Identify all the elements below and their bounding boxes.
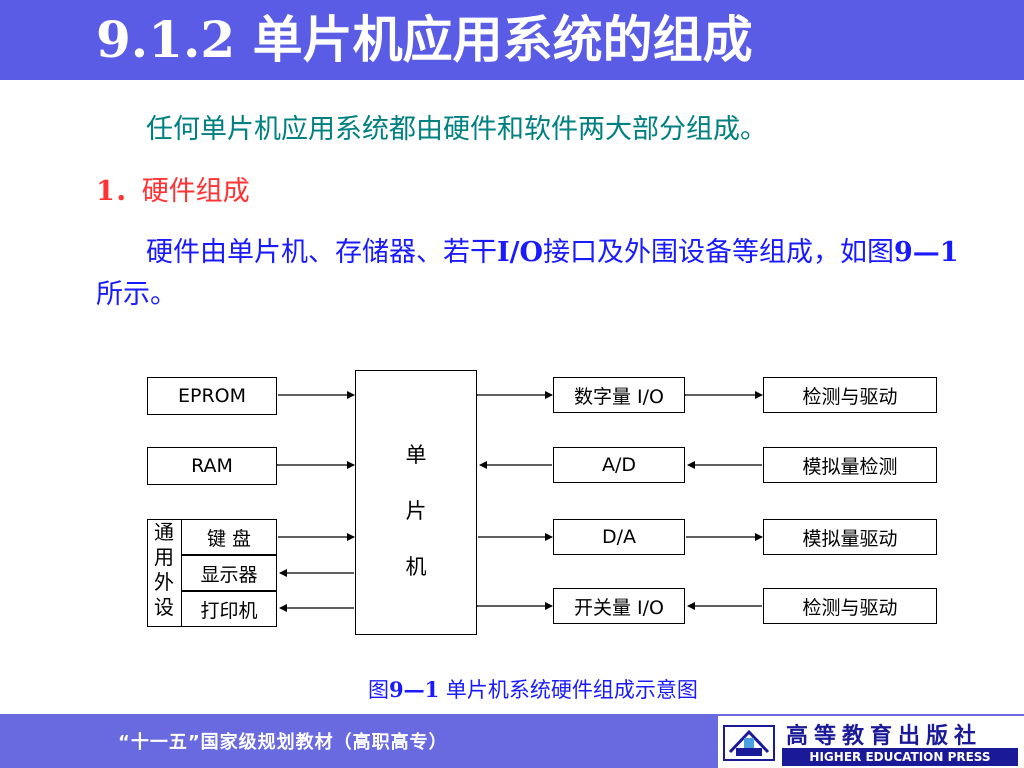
diagram-connectors <box>271 391 763 612</box>
publisher-logo-icon <box>723 725 775 761</box>
body-paragraph: 硬件由单片机、存储器、若干I/O接口及外围设备等组成，如图9—1 所示。 <box>96 232 976 316</box>
series-label: “十一五”国家级规划教材（高职高专） <box>118 732 448 753</box>
body-text-3: 所示。 <box>96 279 177 310</box>
publisher-name-en: HIGHER EDUCATION PRESS <box>782 748 1018 766</box>
ram-box: RAM <box>147 447 277 485</box>
keyboard-box: 键 盘 <box>181 519 277 555</box>
eprom-box: EPROM <box>147 377 277 415</box>
peripherals-group-label: 通 用 外 设 <box>154 520 174 619</box>
body-text-1: 硬件由单片机、存储器、若干 <box>146 237 497 268</box>
analog-drive-box: 模拟量驱动 <box>763 519 937 555</box>
display-box: 显示器 <box>181 555 277 591</box>
detect-drive-box-1: 检测与驱动 <box>763 377 937 413</box>
body-io: I/O <box>497 237 544 268</box>
analog-detect-box: 模拟量检测 <box>763 447 937 483</box>
section-title: 硬件组成 <box>141 176 250 207</box>
digital-io-box: 数字量 I/O <box>553 377 685 413</box>
publisher-badge: 高等教育出版社 HIGHER EDUCATION PRESS <box>718 716 1024 768</box>
switch-io-box: 开关量 I/O <box>553 588 685 624</box>
publisher-name-cn: 高等教育出版社 <box>786 724 983 749</box>
hardware-diagram: EPROM RAM 通 用 外 设 键 盘 显示器 打印机 单 片 机 数字量 … <box>140 365 960 655</box>
section-heading: 1．硬件组成 <box>96 172 250 212</box>
da-box: D/A <box>553 519 685 555</box>
page-title: 9.1.2 单片机应用系统的组成 <box>96 10 753 69</box>
cpu-box <box>355 370 477 635</box>
intro-paragraph: 任何单片机应用系统都由硬件和软件两大部分组成。 <box>146 114 767 145</box>
body-text-2: 接口及外围设备等组成，如图 <box>543 237 895 268</box>
figure-caption: 图9—1 单片机系统硬件组成示意图 <box>368 677 698 702</box>
body-fig-ref: 9—1 <box>894 237 959 268</box>
section-number: 1． <box>96 176 142 207</box>
title-bar: 9.1.2 单片机应用系统的组成 <box>0 0 1024 80</box>
cpu-label: 单 片 机 <box>405 443 427 579</box>
detect-drive-box-2: 检测与驱动 <box>763 588 937 624</box>
printer-box: 打印机 <box>181 591 277 627</box>
ad-box: A/D <box>553 447 685 483</box>
